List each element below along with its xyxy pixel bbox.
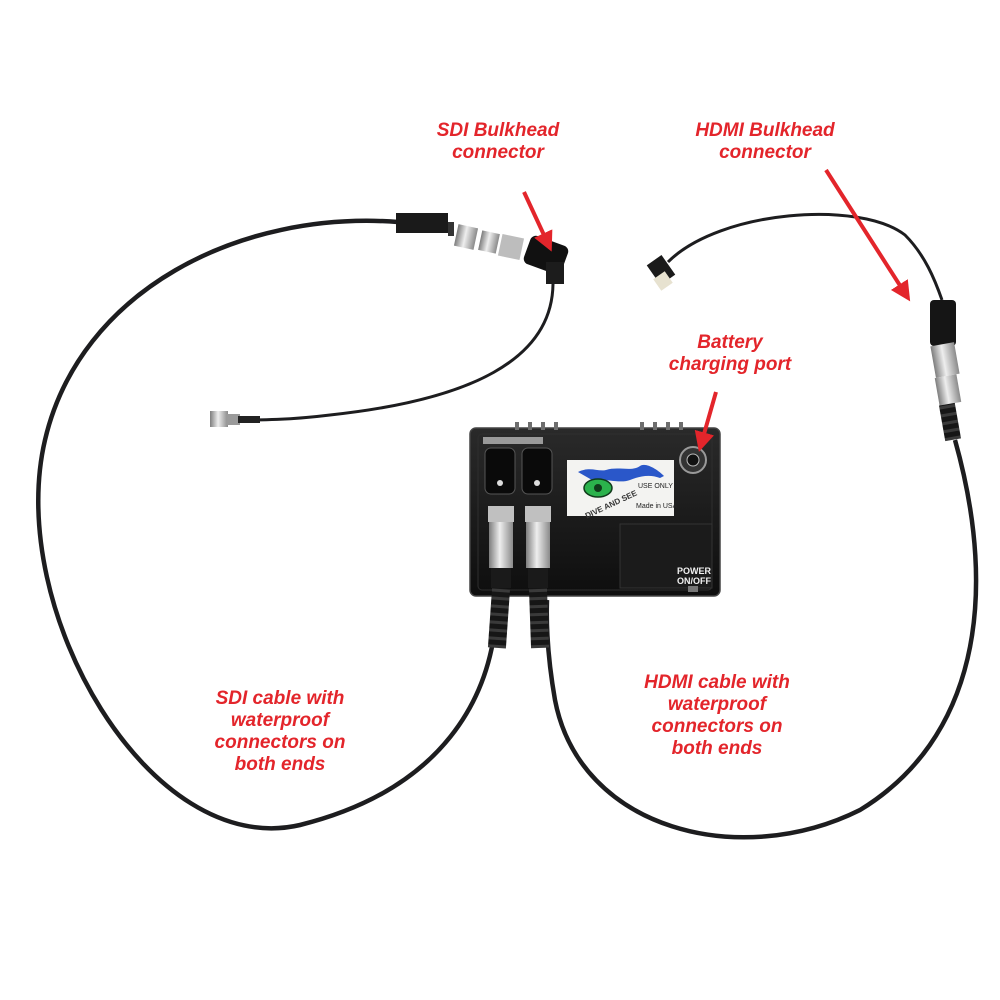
mini-hdmi-plug <box>646 255 676 291</box>
diver-logo <box>578 464 664 482</box>
power-label-line: ON/OFF <box>677 576 711 586</box>
installed-hdmi-connector <box>525 506 551 649</box>
installed-sdi-connector <box>487 506 514 649</box>
sdi-cable <box>36 218 500 831</box>
brand-sticker <box>567 460 674 516</box>
callout-line: connectors on <box>651 716 783 737</box>
sticker-made-in-text: Made in USA <box>636 503 678 510</box>
arrow-sdi-bulkhead <box>522 191 553 252</box>
callout-hdmi-bulkhead: HDMI Bulkhead connector <box>660 120 870 164</box>
callout-line: charging port <box>668 354 792 375</box>
sticker-use-only-text: USE ONLY <box>638 483 673 490</box>
callout-line: connector <box>719 142 811 163</box>
hdmi-cable <box>544 439 979 840</box>
callout-line: HDMI Bulkhead <box>695 120 835 141</box>
callout-line: Battery <box>697 332 763 353</box>
sdi-cable-end-connector <box>396 213 525 261</box>
callout-line: HDMI cable with <box>644 672 790 693</box>
arrow-battery-port <box>694 391 718 452</box>
arrow-hdmi-bulkhead <box>824 168 911 302</box>
callout-line: both ends <box>234 754 326 775</box>
callout-line: SDI cable with <box>215 688 345 709</box>
callout-line: waterproof <box>667 694 767 715</box>
power-label-line: POWER <box>676 566 711 576</box>
hdmi-cable-end-connector <box>930 300 962 442</box>
bnc-connector <box>210 411 260 427</box>
callout-line: waterproof <box>230 710 330 731</box>
sdi-bulkhead-pigtail <box>235 283 555 422</box>
callout-sdi-cable: SDI cable with waterproof connectors on … <box>180 688 380 776</box>
callout-sdi-bulkhead: SDI Bulkhead connector <box>398 120 598 164</box>
callout-line: SDI Bulkhead <box>436 120 560 141</box>
callout-line: connectors on <box>214 732 346 753</box>
hdmi-bulkhead-pigtail <box>666 212 944 301</box>
callout-line: connector <box>452 142 544 163</box>
callout-battery-port: Battery charging port <box>630 332 830 376</box>
callout-line: both ends <box>671 738 763 759</box>
power-on-off-label: POWER ON/OFF <box>664 566 724 586</box>
callout-hdmi-cable: HDMI cable with waterproof connectors on… <box>612 672 822 760</box>
